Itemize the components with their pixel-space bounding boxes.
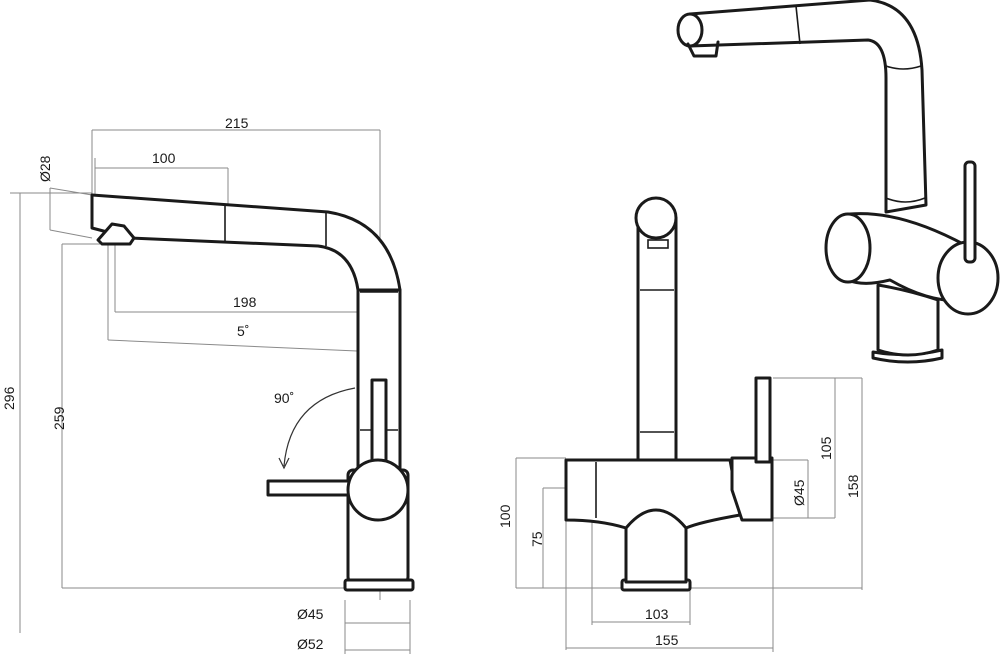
- perspective-left-cap: [824, 212, 872, 284]
- rotation-arrowhead: [278, 457, 290, 470]
- side-view: 215 100 Ø28 198 5˚ 296 259 90˚ Ø45 Ø52: [1, 115, 415, 654]
- dim-spout-diameter-label: Ø28: [37, 155, 53, 182]
- front-lever-block: [730, 456, 774, 522]
- perspective-lever: [963, 160, 977, 264]
- dim-inner-height-label: 75: [529, 531, 545, 547]
- front-main-body: [564, 458, 742, 530]
- dim-rotation-label: 90˚: [274, 390, 294, 406]
- dim-lever-height-label: 105: [818, 436, 834, 460]
- side-cartridge-circle: [346, 458, 410, 522]
- dim-connection-diameter-label: Ø45: [791, 479, 807, 506]
- rotation-arrow: [283, 387, 356, 467]
- side-spray-nozzle: [96, 222, 136, 246]
- dim-angle-label: 5˚: [237, 323, 249, 339]
- dim-base-diameter-label: Ø52: [297, 636, 324, 652]
- dim-reach-label: 198: [233, 294, 257, 310]
- dim-total-height-label: 296: [1, 386, 17, 410]
- front-spout-column: [636, 216, 678, 466]
- side-base: [343, 578, 415, 592]
- perspective-view: [676, 0, 1000, 364]
- front-lever-handle: [754, 376, 772, 464]
- perspective-spout-tip: [676, 12, 704, 48]
- dim-base-width-label: 103: [645, 606, 669, 622]
- dim-spray-length-label: 100: [152, 150, 176, 166]
- dim-stem-diameter-label: Ø45: [297, 606, 324, 622]
- front-spout-head: [634, 196, 678, 240]
- side-spout-arm: [90, 193, 402, 292]
- perspective-spout: [688, 0, 928, 214]
- dim-width-label: 215: [225, 115, 249, 131]
- side-view-dimension-lines: [10, 129, 411, 654]
- front-view: 100 75 Ø45 105 158 103 155: [497, 196, 863, 652]
- dim-body-height-label: 100: [497, 504, 513, 528]
- dim-total-width-label: 155: [655, 632, 679, 648]
- perspective-stem: [876, 283, 940, 357]
- side-handle-lever: [266, 479, 358, 497]
- dim-spout-height-label: 259: [51, 406, 67, 430]
- dim-front-total-height-label: 158: [845, 474, 861, 498]
